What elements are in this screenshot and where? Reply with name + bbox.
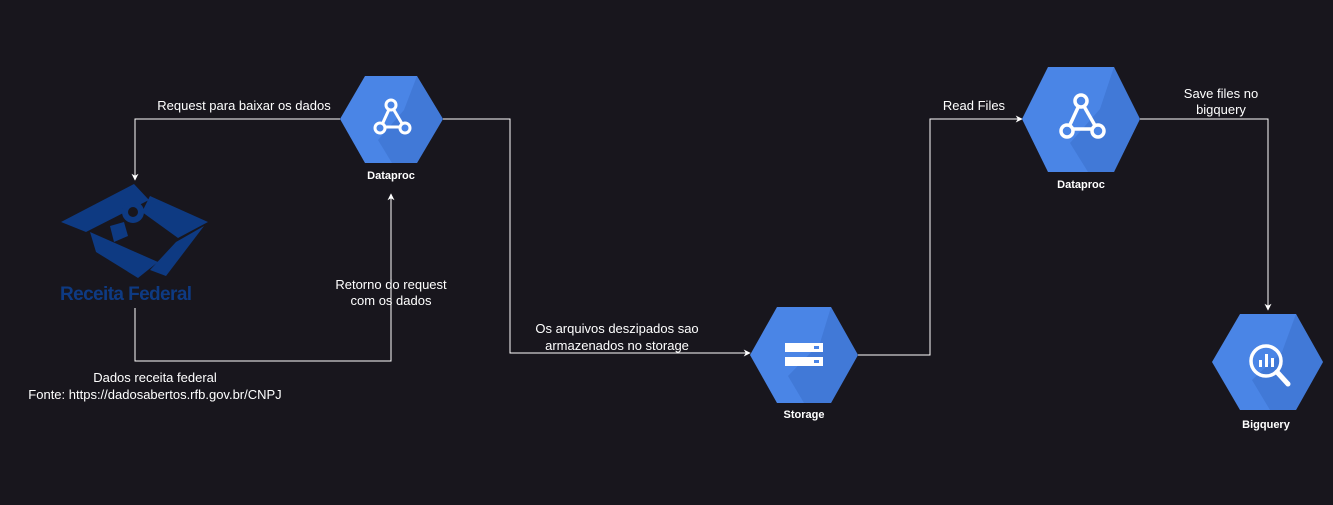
dataproc-node-2[interactable] [1022,67,1140,172]
receita-federal-logo-text: Receita Federal [60,284,192,305]
edge-label-retorno-line2: com os dados [350,293,432,308]
dataproc-node-1[interactable] [340,76,443,163]
edge-read-files [858,115,1023,356]
edge-label-read-files: Read Files [942,98,1006,113]
edge-request [131,118,340,181]
storage-node[interactable] [750,307,858,403]
bigquery-label: Bigquery [1242,419,1290,431]
receita-federal-logo [61,184,208,278]
edge-label-save-line1: Save files no [1183,86,1259,101]
edge-label-request: Request para baixar os dados [157,98,331,113]
edge-label-arquivos-line2: armazenados no storage [545,338,689,353]
edge-label-arquivos-line1: Os arquivos deszipados sao [535,321,699,336]
dataproc-1-label: Dataproc [367,170,415,182]
dataproc-icon [373,98,412,135]
dataproc-2-label: Dataproc [1057,179,1105,191]
edge-to-storage [443,118,751,357]
receita-caption-line2: Fonte: https://dadosabertos.rfb.gov.br/C… [28,387,282,402]
bigquery-icon [1249,344,1291,387]
bigquery-node[interactable] [1212,314,1323,410]
edge-label-save-line2: bigquery [1196,102,1246,117]
receita-caption-line1: Dados receita federal [93,370,217,385]
dataproc-icon [1059,93,1106,139]
storage-icon [785,343,823,366]
edge-save-files [1140,118,1272,311]
edge-label-retorno-line1: Retorno do request [335,277,447,292]
edge-retorno [134,193,395,362]
storage-label: Storage [783,409,825,421]
